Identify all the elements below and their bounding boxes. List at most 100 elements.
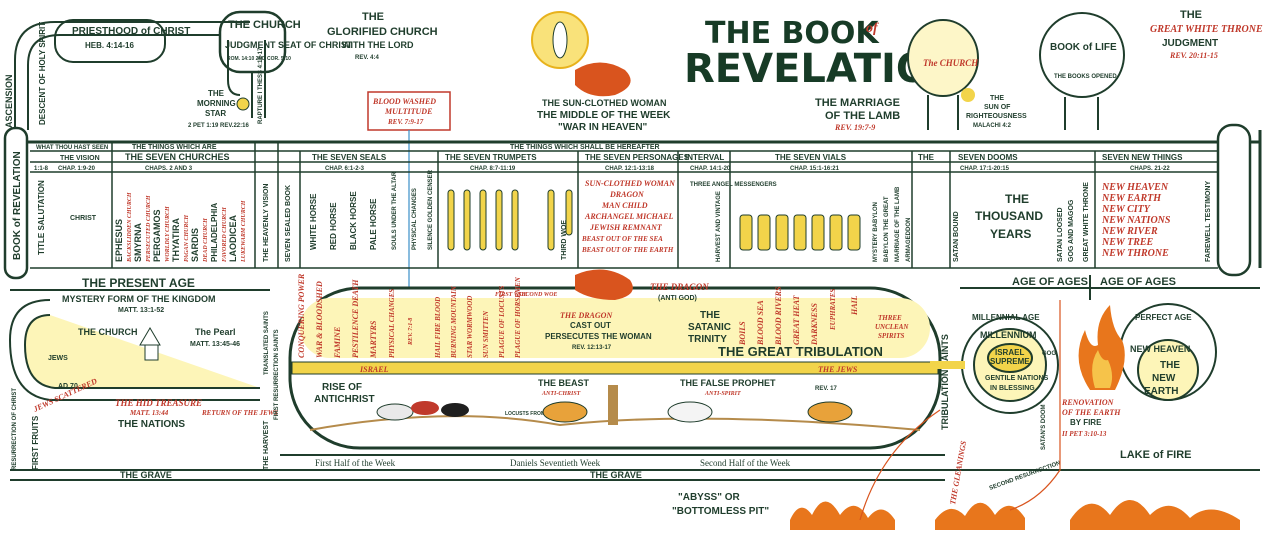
ages-frame bbox=[930, 275, 1260, 414]
great-white-throne: GREAT WHITE THRONE bbox=[1083, 182, 1090, 262]
sun-woman-3: "WAR IN HEAVEN" bbox=[558, 122, 648, 133]
vial-judgment: BOILS bbox=[738, 321, 747, 346]
personage: SUN-CLOTHED WOMAN bbox=[585, 179, 676, 188]
new-thing: NEW HEAVEN bbox=[1101, 182, 1169, 193]
band-chap11: 1:1-8 bbox=[34, 166, 49, 172]
churches-group: EPHESUS BACKSLIDDEN CHURCH SMYRNA PERSEC… bbox=[114, 192, 247, 263]
nations-label: THE NATIONS bbox=[118, 419, 185, 430]
satanic-3: TRINITY bbox=[688, 334, 727, 345]
millennium: MILLENNIUM bbox=[980, 330, 1037, 340]
fire-icon bbox=[1078, 305, 1125, 390]
gleanings: THE GLEANINGS bbox=[948, 440, 968, 506]
blood-washed-box bbox=[367, 91, 451, 131]
header-band bbox=[3, 123, 1262, 280]
persecutes: PERSECUTES THE WOMAN bbox=[545, 332, 652, 341]
morning-star-icon bbox=[236, 97, 250, 111]
vial-judgment: BLOOD SEA bbox=[756, 300, 765, 346]
gog-label: GOG bbox=[1042, 351, 1056, 357]
trumpet-judgment: SUN SMITTEN bbox=[482, 310, 490, 358]
gwt-2: GREAT WHITE THRONE bbox=[1150, 24, 1263, 35]
third-woe: THIRD WOE bbox=[561, 220, 568, 260]
book-of-life bbox=[1039, 12, 1125, 130]
sun-woman-illustration bbox=[531, 11, 631, 97]
seal-judgment: MARTYRS bbox=[369, 320, 378, 359]
title-block: THE BOOK of REVELATION bbox=[684, 16, 963, 92]
title-of: of bbox=[866, 21, 879, 36]
satanic-1: THE bbox=[700, 310, 720, 321]
seal-judgment: WAR & BLOODSHED bbox=[315, 281, 324, 358]
abyss-1: "ABYSS" OR bbox=[678, 492, 740, 503]
seal-judgment: PESTILENCE DEATH bbox=[351, 279, 360, 358]
doom: SATAN BOUND bbox=[953, 211, 960, 262]
section-the: THE bbox=[918, 153, 935, 162]
beast-2: ANTI-CHRIST bbox=[541, 391, 581, 397]
mystery-ref: MATT. 13:1-52 bbox=[118, 307, 164, 314]
section-ref: CHAP. 15:1-16:21 bbox=[790, 166, 840, 172]
harvest: HARVEST AND VINTAGE bbox=[716, 191, 722, 262]
first-res-saints: FIRST RESURRECTION SAINTS bbox=[274, 329, 280, 420]
church-note: BACKSLIDDEN CHURCH bbox=[127, 192, 133, 263]
first-fruits: FIRST FRUITS bbox=[31, 415, 40, 470]
section-dooms: SEVEN DOOMS bbox=[958, 153, 1018, 162]
seal-label: WHITE HORSE bbox=[309, 193, 318, 250]
church-note: DEAD CHURCH bbox=[203, 218, 209, 263]
seal-judgment: CONQUERING POWER bbox=[297, 273, 306, 358]
morning-ref: 2 PET 1:19 REV.22:16 bbox=[188, 123, 249, 129]
trumpet-judgment: HAIL FIRE BLOOD bbox=[434, 297, 442, 359]
glorified-line-2: GLORIFIED CHURCH bbox=[327, 26, 438, 38]
dooms-group: MYSTERY BABYLON BABYLON THE GREAT MARRIA… bbox=[873, 186, 960, 262]
trumpets-group bbox=[447, 189, 573, 251]
new-thing: NEW TREE bbox=[1101, 237, 1154, 248]
satanic-2: SATANIC bbox=[688, 322, 731, 333]
seal-judgment-ref: REV. 7:1-8 bbox=[408, 318, 414, 346]
church-box-label: THE CHURCH bbox=[228, 19, 301, 31]
band-chaps23: CHAPS. 2 AND 3 bbox=[145, 166, 193, 172]
church-name: SARDIS bbox=[190, 228, 200, 262]
personage: BEAST OUT OF THE SEA bbox=[581, 235, 663, 243]
seals-group: WHITE HORSE RED HORSE BLACK HORSE PALE H… bbox=[309, 169, 434, 250]
left-structures bbox=[14, 10, 287, 130]
seven-sealed-book: SEVEN SEALED BOOK bbox=[285, 185, 292, 262]
tribulation-saints: TRIBULATION SAINTS bbox=[940, 334, 950, 430]
hid-ref: MATT. 13:44 bbox=[129, 409, 169, 417]
book-life-1: BOOK of LIFE bbox=[1050, 42, 1117, 53]
vial-judgment: BLOOD RIVERS bbox=[774, 286, 783, 346]
satan-loosed: SATAN LOOSED bbox=[1057, 207, 1064, 262]
title-main: THE BOOK bbox=[705, 16, 880, 51]
section-ref: CHAP. 17:1-20:15 bbox=[960, 166, 1010, 172]
renovation-ref: II PET 3:10-13 bbox=[1061, 430, 1107, 438]
dragon-1: THE DRAGON bbox=[650, 282, 709, 292]
band-chap920: CHAP. 1:9-20 bbox=[58, 166, 96, 172]
priesthood-ref: HEB. 4:14-16 bbox=[85, 41, 134, 50]
section-vials: THE SEVEN VIALS bbox=[775, 153, 847, 162]
new-thing: NEW RIVER bbox=[1101, 226, 1158, 237]
marriage-2: OF THE LAMB bbox=[825, 110, 900, 122]
marriage-1: THE MARRIAGE bbox=[815, 97, 900, 109]
section-personages: THE SEVEN PERSONAGES bbox=[585, 153, 690, 162]
the-harvest: THE HARVEST bbox=[263, 420, 270, 470]
gentile-1: GENTILE NATIONS bbox=[985, 375, 1049, 382]
second-half: Second Half of the Week bbox=[700, 458, 791, 468]
translated-saints: TRANSLATED SAINTS bbox=[264, 311, 270, 375]
israel-supreme-1: ISRAEL bbox=[995, 348, 1024, 357]
thousand-years-3: YEARS bbox=[990, 227, 1031, 241]
section-headers: THE SEVEN SEALS THE SEVEN TRUMPETS THE S… bbox=[312, 153, 1183, 172]
descent-label: DESCENT OF HOLY SPIRIT bbox=[38, 22, 47, 125]
seal-judgment: FAMINE bbox=[333, 327, 342, 359]
doom: MYSTERY BABYLON bbox=[873, 202, 879, 262]
great-tribulation: THE GREAT TRIBULATION bbox=[718, 344, 883, 359]
seal-judgment: PHYSICAL CHANGES bbox=[388, 289, 396, 358]
renovation-3: BY FIRE bbox=[1070, 418, 1102, 427]
dragon-cast-2: CAST OUT bbox=[570, 321, 611, 330]
blood-washed-ref: REV. 7:9-17 bbox=[387, 118, 424, 126]
israel-supreme-2: SUPREME bbox=[990, 357, 1030, 366]
rev17-label: REV. 17 bbox=[815, 386, 837, 392]
present-age-area bbox=[8, 289, 270, 401]
jews-label: JEWS bbox=[48, 355, 68, 362]
band-book-rev: BOOK of REVELATION bbox=[12, 151, 23, 260]
judgment-seat-label: JUDGMENT SEAT OF CHRIST bbox=[225, 40, 353, 50]
seal-label: BLACK HORSE bbox=[349, 191, 358, 250]
gwt-ref: REV. 20:11-15 bbox=[1169, 51, 1218, 60]
mystery-label: MYSTERY FORM OF THE KINGDOM bbox=[62, 294, 216, 304]
